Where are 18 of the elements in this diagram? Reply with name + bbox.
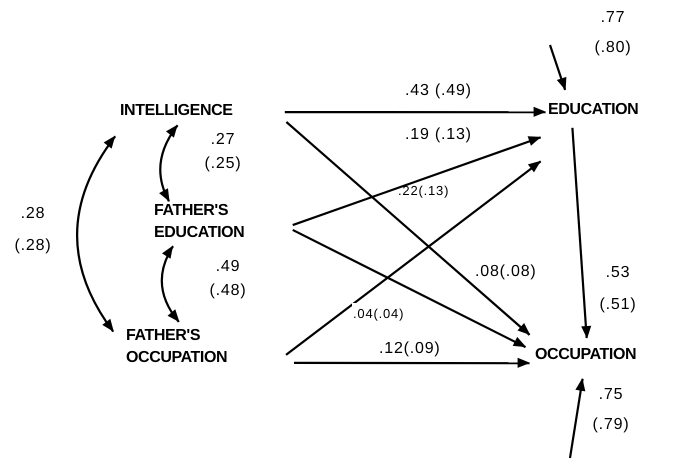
arrow xyxy=(285,160,542,356)
variable-label: INTELLIGENCE xyxy=(120,101,233,121)
arrow xyxy=(284,106,546,117)
path-coefficient: .22(.13) xyxy=(398,183,450,199)
arrow xyxy=(571,128,592,339)
arrow xyxy=(286,121,530,336)
variable-label: FATHER'S EDUCATION xyxy=(154,201,246,243)
arrow xyxy=(294,358,530,368)
variable-label: FATHER'S OCCUPATION xyxy=(126,326,228,368)
arrow xyxy=(548,44,566,90)
double-headed-arrow xyxy=(159,124,178,202)
variable-label: EDUCATION xyxy=(548,100,638,120)
variable-label: OCCUPATION xyxy=(535,345,636,365)
arrow xyxy=(292,228,526,348)
double-headed-arrow xyxy=(160,245,180,323)
double-headed-arrow xyxy=(76,136,116,332)
arrow xyxy=(568,378,586,458)
arrow xyxy=(292,136,542,226)
